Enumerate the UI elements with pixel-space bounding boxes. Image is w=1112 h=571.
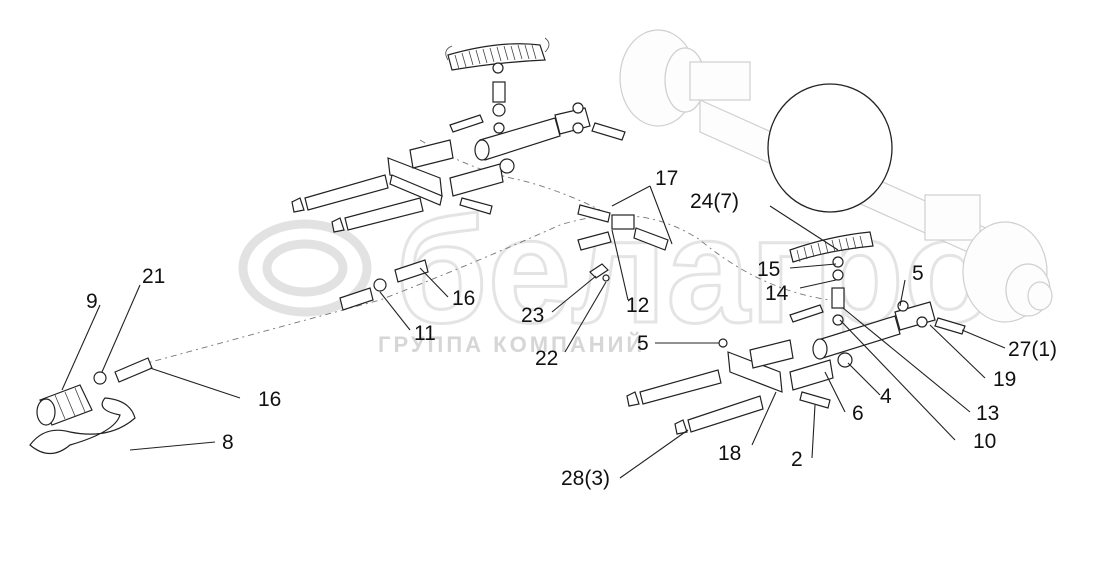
axle-assembly: [619, 29, 1053, 323]
callout-label-5-left: 5: [637, 332, 649, 355]
callout-label-22: 22: [535, 347, 558, 370]
callout-label-16-lower: 16: [258, 388, 281, 411]
callout-label-18: 18: [718, 442, 741, 465]
watermark-subtitle: ГРУППА КОМПАНИЙ: [378, 332, 645, 357]
callout-label-12: 12: [626, 294, 649, 317]
callout-label-6: 6: [852, 402, 864, 425]
callout-label-4: 4: [880, 385, 892, 408]
callout-label-11: 11: [414, 322, 436, 345]
callout-label-15: 15: [757, 258, 780, 281]
callout-label-10: 10: [973, 430, 996, 453]
callout-label-27: 27(1): [1008, 338, 1057, 361]
callout-label-16-upper: 16: [452, 287, 475, 310]
upper-plate: [291, 139, 515, 233]
callout-label-5-right: 5: [912, 262, 924, 285]
upper-cylinder: [449, 102, 626, 161]
detail-circle: [767, 83, 893, 213]
callout-label-14: 14: [765, 282, 789, 305]
middle-connectors: [339, 204, 669, 311]
callout-label-8: 8: [222, 431, 234, 454]
callout-label-21: 21: [142, 265, 165, 288]
cable-route: [139, 214, 831, 366]
upper-spring-group: [445, 37, 550, 134]
callout-label-24: 24(7): [690, 190, 739, 213]
callout-label-13: 13: [976, 402, 999, 425]
callout-label-9: 9: [86, 290, 98, 313]
callout-labels: 17 24(7) 21 9 16 15 5 14 23 12 11 22 5 2…: [86, 167, 1057, 490]
leader-lines: [61, 185, 1006, 479]
lower-plate: [626, 339, 853, 435]
callout-label-2: 2: [791, 448, 803, 471]
callout-label-28: 28(3): [561, 467, 610, 490]
callout-label-17: 17: [655, 167, 678, 190]
lower-cylinder: [718, 300, 966, 360]
callout-label-19: 19: [993, 368, 1016, 391]
lower-spring-group: [789, 231, 874, 326]
callout-label-23: 23: [521, 304, 544, 327]
left-boot-group: [29, 357, 153, 455]
